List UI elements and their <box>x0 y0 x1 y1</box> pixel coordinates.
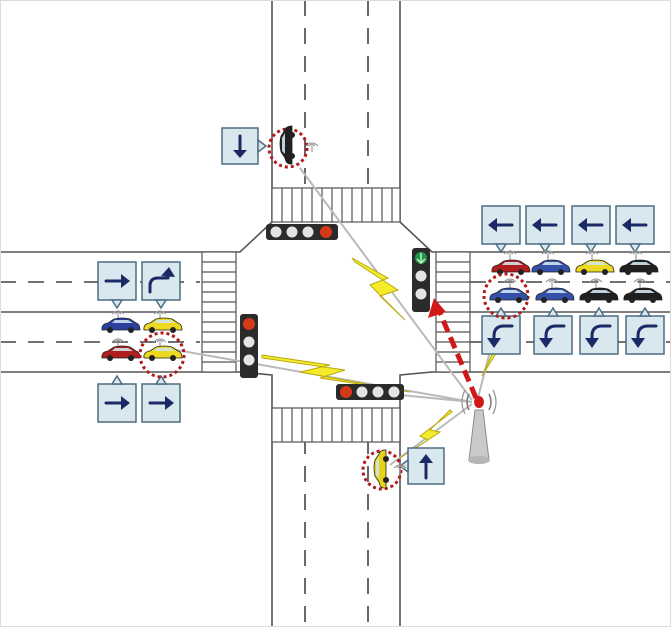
up-arrow-icon <box>419 454 433 480</box>
sign-east-bottom-2 <box>533 306 573 355</box>
crosswalk-north <box>271 187 401 223</box>
base-station-tower-icon <box>461 389 497 464</box>
sign-east-top-2 <box>525 205 565 254</box>
vehicle-east-2 <box>531 250 571 276</box>
traffic-signal-east <box>412 248 430 312</box>
traffic-signal-south <box>336 384 404 400</box>
crosswalk-west <box>201 251 237 373</box>
sign-east-bottom-4 <box>625 306 665 355</box>
right-arrow-icon <box>104 396 130 410</box>
right-arrow-icon <box>104 274 130 288</box>
right-arrow-icon <box>148 396 174 410</box>
sign-south <box>398 447 445 485</box>
vehicle-south <box>361 449 407 491</box>
vehicle-north <box>267 125 319 169</box>
sign-east-top-1 <box>481 205 521 254</box>
left-arrow-icon <box>488 218 514 232</box>
left-arrow-icon <box>622 218 648 232</box>
vehicle-east-4 <box>619 250 659 276</box>
left-arrow-icon <box>578 218 604 232</box>
turn-right-arrow-icon <box>148 267 175 294</box>
crosswalk-south <box>271 407 401 443</box>
sign-east-top-4 <box>615 205 655 254</box>
turn-left-arrow-icon <box>487 324 514 348</box>
sign-east-bottom-3 <box>579 306 619 355</box>
turn-left-arrow-icon <box>539 324 566 348</box>
traffic-signal-west <box>240 314 258 378</box>
turn-left-arrow-icon <box>631 324 658 348</box>
sign-west-bottom-1 <box>97 374 137 423</box>
sign-east-top-3 <box>571 205 611 254</box>
vehicle-east-5 <box>482 272 530 320</box>
sign-east-bottom-1 <box>481 306 521 355</box>
vehicle-west-2 <box>143 310 183 334</box>
traffic-signal-north <box>266 224 338 240</box>
wireless-bolt-north <box>351 257 406 321</box>
sign-west-bottom-2 <box>141 374 181 423</box>
left-arrow-icon <box>532 218 558 232</box>
vehicle-west-4 <box>138 331 186 379</box>
vehicle-west-1 <box>101 310 141 334</box>
red-dashed-link <box>435 307 479 399</box>
sign-west-top-2 <box>141 261 181 310</box>
sign-west-top-1 <box>97 261 137 310</box>
down-arrow-icon <box>233 134 247 158</box>
vehicle-east-3 <box>575 250 615 276</box>
red-link-arrowhead <box>428 298 446 318</box>
sign-north <box>221 127 268 165</box>
turn-left-arrow-icon <box>585 324 612 348</box>
vehicle-east-1 <box>491 250 531 276</box>
